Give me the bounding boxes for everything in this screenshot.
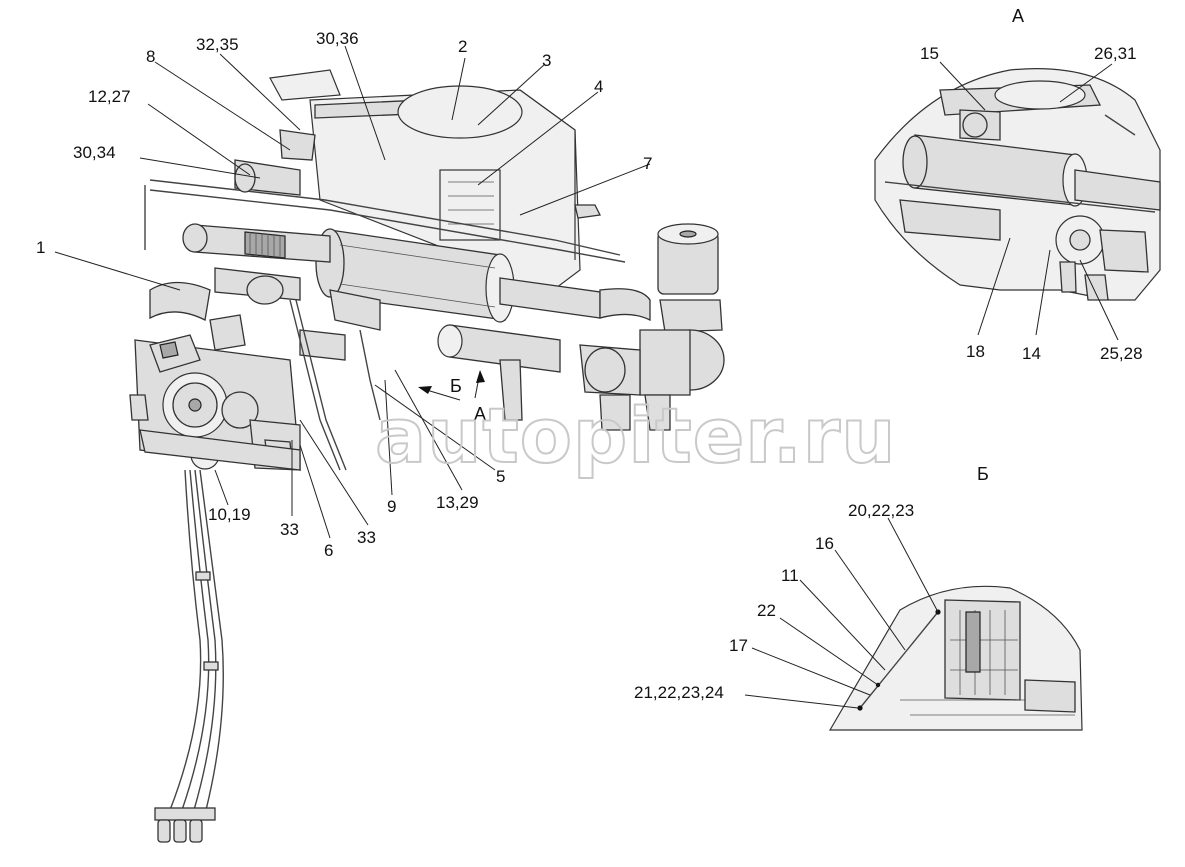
detail-a-leader-lines [939,61,1119,341]
main-assembly-drawing: Б А 1 2 3 4 5 6 7 8 [36,29,725,843]
callout-12-27: 12,27 [88,87,131,106]
callout-10-19: 10,19 [208,505,251,524]
callout-8: 8 [146,47,155,66]
callout-1: 1 [36,238,45,257]
detail-b-callout-20-22-23: 20,22,23 [848,501,914,520]
watermark: autopiter.ru [375,391,896,480]
frame-rail [149,189,626,263]
detail-b-callout-17: 17 [729,636,748,655]
engine-front [129,314,301,471]
callout-33-left: 33 [280,520,299,539]
callout-4: 4 [594,77,603,96]
view-arrow-b [418,386,461,401]
callout-7: 7 [643,154,652,173]
detail-a-callout-18: 18 [966,342,985,361]
callout-33-right: 33 [357,528,376,547]
detail-view-b: Б 20,22,23 16 11 22 1 [634,464,1083,731]
detail-b-callout-21-22-23-24: 21,22,23,24 [634,683,724,702]
detail-b-leader-lines [744,517,939,709]
callout-30-34: 30,34 [73,143,116,162]
air-cleaner [639,223,725,396]
detail-a-callout-25-28: 25,28 [1100,344,1143,363]
intake-duct [437,324,671,431]
callout-6: 6 [324,541,333,560]
detail-b-callout-11: 11 [781,566,799,585]
detail-b-callout-22: 22 [757,601,776,620]
detail-a-callout-26-31: 26,31 [1094,44,1137,63]
detail-b-callout-16: 16 [815,534,834,553]
main-leader-lines [54,45,651,539]
callout-13-29: 13,29 [436,493,479,512]
callout-3: 3 [542,51,551,70]
cable-harness [154,469,224,843]
detail-a-title: А [1012,6,1024,26]
turbo-piping [149,129,381,361]
view-arrow-a-label: А [474,404,486,424]
view-arrow-a [474,370,485,399]
detail-view-a: А 15 26,31 18 14 25,28 [874,6,1161,363]
callout-9: 9 [387,497,396,516]
view-arrow-b-label: Б [450,376,462,396]
detail-a-callout-15: 15 [920,44,939,63]
callout-30-36: 30,36 [316,29,359,48]
callout-5: 5 [496,467,505,486]
callout-2: 2 [458,37,467,56]
detail-b-title: Б [977,464,989,484]
detail-a-callout-14: 14 [1022,344,1041,363]
callout-32-35: 32,35 [196,35,239,54]
